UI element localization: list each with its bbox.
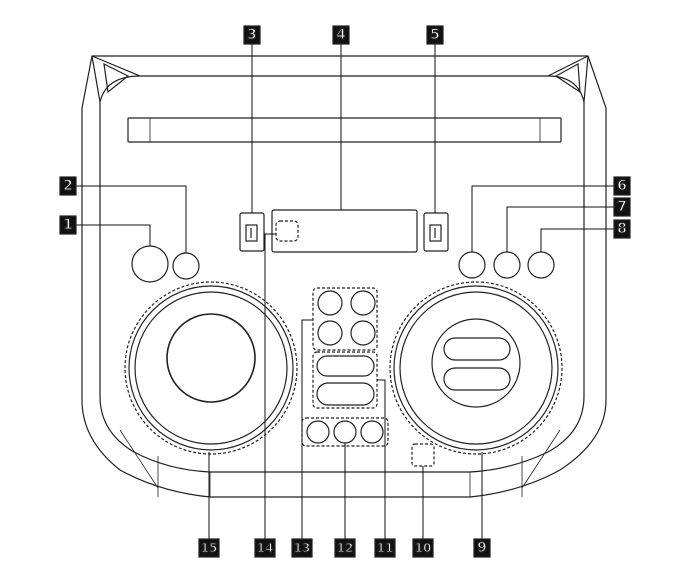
left-woofer-inner-ring <box>134 291 288 445</box>
callout-14: 14 <box>254 538 276 558</box>
top-right-corner-panel <box>547 55 589 103</box>
callout-3-label: 3 <box>247 27 257 43</box>
right-woofer-pill-top[interactable] <box>443 337 511 361</box>
callout-14-label: 14 <box>257 541 274 555</box>
callout-7: 7 <box>613 197 631 217</box>
center-button-top-left[interactable] <box>317 290 343 316</box>
callout-4-label: 4 <box>336 27 346 43</box>
callout-11-label: 11 <box>377 541 394 555</box>
left-woofer-ring <box>128 285 294 451</box>
callout-5-label: 5 <box>430 27 440 43</box>
center-pill-bottom[interactable] <box>316 382 375 406</box>
right-woofer-pill-bottom[interactable] <box>443 367 511 391</box>
top-handle-slot <box>127 117 562 143</box>
callout-8-label: 8 <box>617 221 627 237</box>
center-pill-group-outline <box>312 351 378 409</box>
callout-1: 1 <box>59 215 77 235</box>
body-outer-outline <box>81 55 607 498</box>
top-left-corner-panel <box>91 55 141 103</box>
leader-line-1 <box>76 224 151 246</box>
center-button-bottom-left[interactable] <box>317 320 343 346</box>
callout-10-label: 10 <box>415 541 432 555</box>
bottom-button-center[interactable] <box>333 420 357 444</box>
callout-9-label: 9 <box>477 540 487 556</box>
left-woofer-ring-dashed <box>124 281 298 455</box>
leader-line-6 <box>471 185 614 252</box>
callout-13-label: 13 <box>294 541 311 555</box>
callout-7-label: 7 <box>617 199 627 215</box>
remote-sensor <box>275 220 299 242</box>
callout-1-label: 1 <box>63 217 73 233</box>
leader-line-2 <box>76 185 187 253</box>
right-button-8[interactable] <box>527 251 555 279</box>
right-woofer-ring-dashed <box>389 281 563 455</box>
right-woofer-center <box>431 318 521 408</box>
center-pill-top[interactable] <box>316 355 375 377</box>
function-button[interactable] <box>172 252 200 280</box>
body-inner-outline <box>99 75 585 473</box>
right-woofer-ring <box>393 285 559 451</box>
callout-4: 4 <box>332 25 350 45</box>
left-woofer-cone <box>166 313 256 403</box>
leader-line-7 <box>506 206 614 252</box>
leader-line-14 <box>264 233 276 539</box>
leader-line-13 <box>301 319 313 539</box>
right-woofer-inner-ring <box>399 291 553 445</box>
callout-15-label: 15 <box>201 541 218 555</box>
right-button-7[interactable] <box>493 251 521 279</box>
usb-port-left <box>239 212 265 252</box>
center-button-top-right[interactable] <box>350 290 376 316</box>
right-button-6[interactable] <box>458 251 486 279</box>
callout-12: 12 <box>334 538 356 558</box>
center-button-group-outline <box>312 287 378 351</box>
bottom-button-left[interactable] <box>306 420 330 444</box>
callout-9: 9 <box>473 538 491 558</box>
usb-port-right <box>423 212 449 252</box>
power-button[interactable] <box>131 245 169 283</box>
callout-8: 8 <box>613 219 631 239</box>
leader-line-8 <box>540 228 614 252</box>
callout-3: 3 <box>243 25 261 45</box>
callout-2: 2 <box>59 176 77 196</box>
display-window <box>271 209 418 253</box>
nfc-area <box>411 443 435 467</box>
base-facet-lines <box>119 429 561 497</box>
callout-15: 15 <box>198 538 220 558</box>
callout-6: 6 <box>613 176 631 196</box>
callout-11: 11 <box>374 538 396 558</box>
callout-13: 13 <box>291 538 313 558</box>
bottom-button-group-outline <box>301 417 389 447</box>
callout-12-label: 12 <box>337 541 354 555</box>
center-button-bottom-right[interactable] <box>350 320 376 346</box>
callout-2-label: 2 <box>63 178 73 194</box>
callout-6-label: 6 <box>617 178 627 194</box>
leader-line-11 <box>377 379 386 539</box>
leader-lines <box>76 44 614 539</box>
bottom-button-right[interactable] <box>360 420 384 444</box>
callout-10: 10 <box>412 538 434 558</box>
callout-5: 5 <box>426 25 444 45</box>
